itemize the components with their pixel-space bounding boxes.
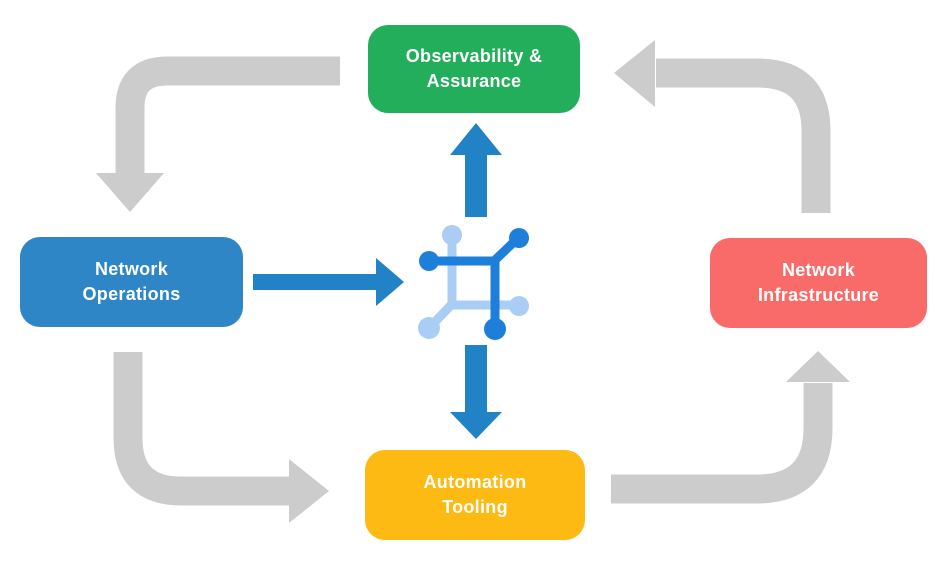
node-network-operations: Network Operations xyxy=(20,237,243,327)
node-label-line: Infrastructure xyxy=(757,285,880,305)
icon-node-top-right xyxy=(509,228,529,248)
arrowhead-up xyxy=(786,351,850,382)
node-automation-tooling: Automation Tooling xyxy=(365,450,585,540)
node-label-line: Tooling xyxy=(442,497,508,517)
icon-node-bottom xyxy=(484,318,506,340)
cycle-arrow-bottom-right xyxy=(611,351,850,504)
flow-arrow-down xyxy=(450,345,502,439)
cycle-arrow-bottom-left xyxy=(113,352,329,523)
arrowhead-down xyxy=(96,173,164,212)
node-label-line: Assurance xyxy=(426,71,522,91)
node-label-line: Network xyxy=(94,259,169,279)
arrowhead-left xyxy=(614,40,655,107)
network-mesh-icon xyxy=(418,225,529,340)
icon-node-top xyxy=(442,225,462,245)
node-label-line: Network xyxy=(781,260,856,280)
node-network-infrastructure: Network Infrastructure xyxy=(710,238,927,328)
cycle-arrow-top-right xyxy=(614,40,831,213)
icon-node-bottom-left xyxy=(418,317,440,339)
arrowhead-right xyxy=(289,459,329,523)
node-observability-assurance: Observability & Assurance xyxy=(368,25,580,113)
flow-arrow-up xyxy=(450,123,502,217)
node-label-line: Operations xyxy=(82,284,181,304)
icon-node-right xyxy=(509,296,529,316)
icon-node-left xyxy=(419,251,439,271)
node-label-line: Observability & xyxy=(405,46,543,66)
cycle-arrow-top-left xyxy=(96,56,340,212)
flow-arrow-right xyxy=(253,258,404,306)
node-label-line: Automation xyxy=(423,472,527,492)
